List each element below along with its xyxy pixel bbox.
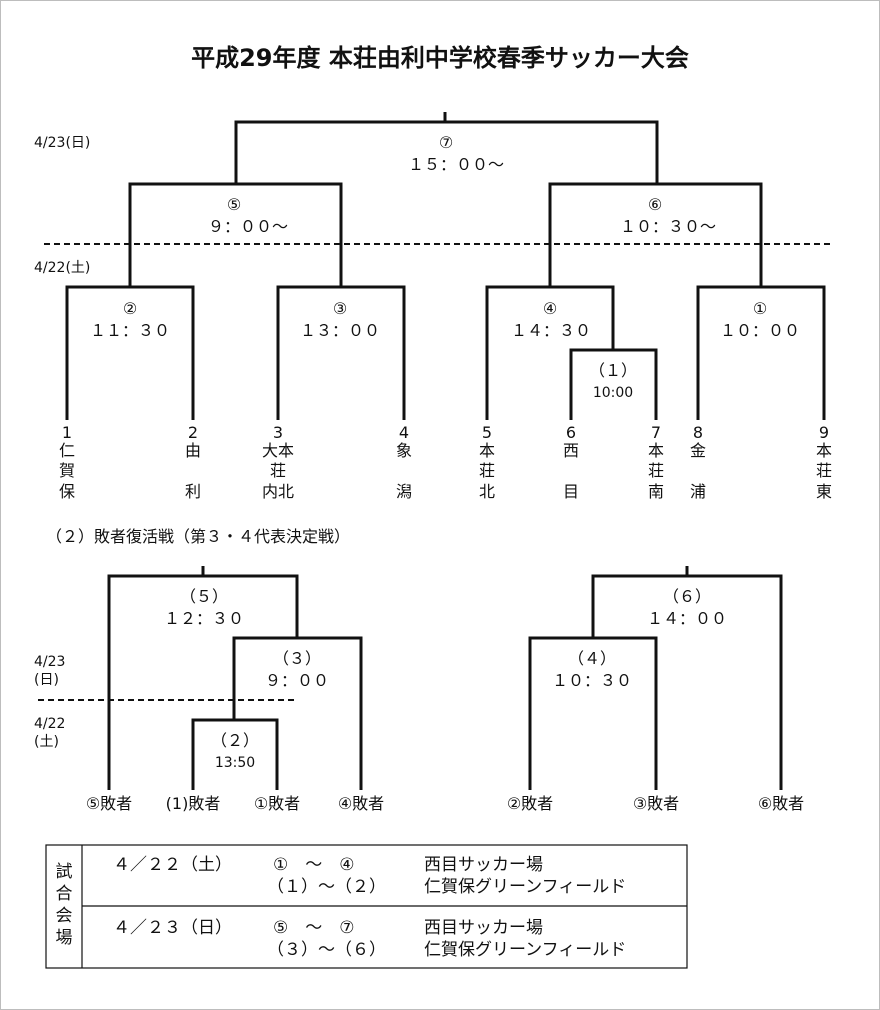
- cons-6-number: （６）: [663, 587, 711, 606]
- venue-row-site: 仁賀保グリーンフィールド: [424, 940, 626, 960]
- team-number: 3: [273, 423, 283, 442]
- venue-row-matches: （１）～（２）: [267, 877, 386, 897]
- match-5-time: ９：００～: [208, 217, 288, 236]
- team-name-char: 金: [690, 441, 706, 460]
- team-number: 1: [62, 423, 72, 442]
- team-number: 7: [651, 423, 661, 442]
- losers-list: ⑤敗者 (1)敗者 ①敗者 ④敗者 ②敗者 ③敗者 ⑥敗者: [86, 794, 804, 813]
- venue-header-char: 場: [56, 928, 73, 948]
- loser-slot-label: ④敗者: [338, 794, 384, 813]
- venue-row-matches: ① ～ ④: [273, 855, 354, 875]
- team-name-char: 象: [396, 441, 412, 460]
- team-name-char: 賀: [59, 461, 75, 480]
- team-number: 6: [566, 423, 576, 442]
- team-number: 9: [819, 423, 829, 442]
- cons-5-time: １２：３０: [164, 609, 244, 628]
- match-4-number: ④: [543, 299, 557, 318]
- team-name-char: 本: [648, 441, 664, 460]
- match-p1-time: 10:00: [593, 385, 633, 401]
- cons-4-number: （４）: [568, 649, 616, 668]
- match-3-time: １３：００: [300, 321, 380, 340]
- team-number: 5: [482, 423, 492, 442]
- team-name-char: 荘: [648, 461, 664, 480]
- team-name-char: 荘: [270, 461, 286, 480]
- loser-slot-label: ⑥敗者: [758, 794, 804, 813]
- team-name-char: 北: [479, 482, 495, 501]
- venue-row-site: 西目サッカー場: [424, 918, 543, 938]
- team-name-char: 仁: [59, 441, 75, 460]
- team-name-char: 保: [59, 482, 75, 501]
- match-5-number: ⑤: [227, 195, 241, 214]
- match-4-time: １４：３０: [511, 321, 591, 340]
- venue-row-date: ４／２２（土）: [113, 855, 232, 875]
- venue-row-matches: （３）～（６）: [267, 940, 386, 960]
- venue-row-date: ４／２３（日）: [113, 918, 232, 938]
- team-number: 8: [693, 423, 703, 442]
- team-number: 4: [399, 423, 409, 442]
- venue-header-char: 会: [56, 906, 73, 926]
- match-2-time: １１：３０: [90, 321, 170, 340]
- match-3-number: ③: [333, 299, 347, 318]
- team-name-char: 荘: [816, 461, 832, 480]
- consolation-title: （２）敗者復活戦（第３・４代表決定戦）: [46, 527, 350, 546]
- team-name-char: 由: [185, 441, 201, 460]
- cons-date-422-line2: (土): [34, 734, 59, 750]
- team-name-char: 潟: [396, 482, 412, 501]
- match-2-number: ②: [123, 299, 137, 318]
- cons-date-423-line2: (日): [34, 672, 59, 688]
- main-bracket-lines: [65, 112, 826, 420]
- venue-header-char: 試: [56, 862, 73, 882]
- match-6-time: １０：３０～: [620, 217, 716, 236]
- date-label-422: 4/22(土): [34, 260, 90, 276]
- match-7-number: ⑦: [439, 133, 453, 152]
- team-name-char: 荘: [479, 461, 495, 480]
- team-name-char: 目: [563, 482, 579, 501]
- cons-4-time: １０：３０: [552, 671, 632, 690]
- match-1-time: １０：００: [720, 321, 800, 340]
- cons-2-time: 13:50: [215, 755, 255, 771]
- cons-date-422-line1: 4/22: [34, 716, 65, 732]
- team-name-char: 西: [563, 441, 579, 460]
- team-name-char: 浦: [690, 482, 706, 501]
- loser-slot-label: ①敗者: [254, 794, 300, 813]
- consolation-lines: [107, 566, 783, 790]
- team-name-char: 大本: [262, 441, 294, 460]
- team-number: 2: [188, 423, 198, 442]
- team-name-char: 南: [648, 482, 664, 501]
- loser-slot-label: ⑤敗者: [86, 794, 132, 813]
- team-name-char: 本: [816, 441, 832, 460]
- cons-2-number: （２）: [211, 731, 259, 750]
- cons-date-423-line1: 4/23: [34, 654, 65, 670]
- cons-6-time: １４：００: [647, 609, 727, 628]
- loser-slot-label: ③敗者: [633, 794, 679, 813]
- team-name-char: 利: [185, 482, 201, 501]
- page-title: 平成29年度 本荘由利中学校春季サッカー大会: [191, 44, 689, 72]
- cons-3-time: ９：００: [265, 671, 329, 690]
- loser-slot-label: (1)敗者: [166, 794, 221, 813]
- venue-row-site: 仁賀保グリーンフィールド: [424, 877, 626, 897]
- cons-5-number: （５）: [180, 587, 228, 606]
- team-name-char: 東: [816, 482, 832, 501]
- loser-slot-label: ②敗者: [507, 794, 553, 813]
- venue-header-char: 合: [56, 884, 73, 904]
- venue-row-site: 西目サッカー場: [424, 855, 543, 875]
- team-name-char: 内北: [262, 482, 294, 501]
- match-p1-number: （１）: [589, 361, 637, 380]
- team-name-char: 本: [479, 441, 495, 460]
- venue-table: 試 合 会 場 ４／２２（土） ① ～ ④ 西目サッカー場 （１）～（２） 仁賀…: [45, 844, 688, 969]
- match-7-time: １５：００～: [408, 155, 504, 174]
- cons-3-number: （３）: [273, 649, 321, 668]
- match-1-number: ①: [753, 299, 767, 318]
- date-label-423: 4/23(日): [34, 135, 90, 151]
- venue-row-matches: ⑤ ～ ⑦: [273, 918, 354, 938]
- match-6-number: ⑥: [648, 195, 662, 214]
